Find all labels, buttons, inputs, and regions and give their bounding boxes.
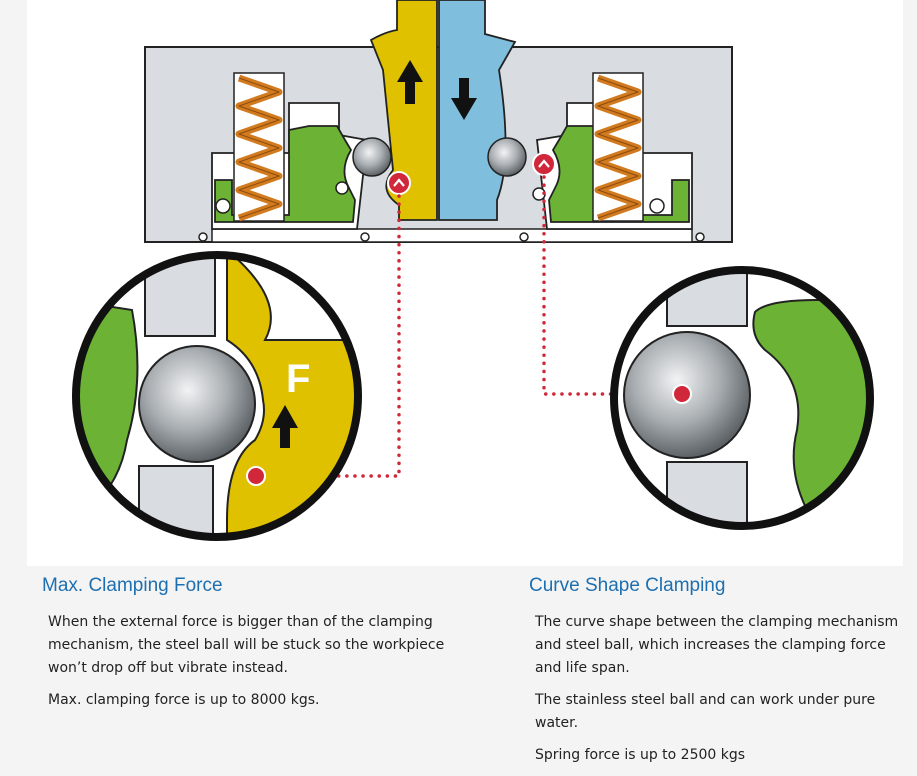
- section-paragraph: Spring force is up to 2500 kgs: [535, 747, 746, 763]
- steel-ball-right: [487, 137, 527, 177]
- max-clamping-force-section: Max. Clamping Force When the external fo…: [42, 575, 452, 721]
- zoom-circle-right: [610, 266, 874, 530]
- callout-point-icon: [672, 384, 692, 404]
- section-paragraph: When the external force is bigger than o…: [48, 614, 445, 676]
- steel-ball-left: [352, 137, 392, 177]
- section-heading: Max. Clamping Force: [42, 575, 223, 596]
- section-paragraph: The curve shape between the clamping mec…: [535, 614, 899, 676]
- section-paragraph: The stainless steel ball and can work un…: [535, 692, 876, 731]
- up-arrow-icon: [397, 60, 423, 104]
- spring-left: [233, 72, 285, 222]
- force-arrow-icon: [272, 405, 298, 448]
- green-clamp-left: [214, 125, 356, 223]
- mechanism-diagram: F: [27, 0, 903, 566]
- curve-shape-clamping-section: Curve Shape Clamping The curve shape bet…: [529, 575, 914, 776]
- callout-marker-icon: [387, 171, 411, 195]
- section-paragraph: Max. clamping force is up to 8000 kgs.: [48, 692, 320, 708]
- callout-marker-icon: [532, 152, 556, 176]
- section-heading: Curve Shape Clamping: [529, 575, 726, 596]
- zoom-circle-left: F: [72, 251, 362, 541]
- spring-right: [592, 72, 644, 222]
- down-arrow-icon: [451, 78, 477, 120]
- force-label: F: [286, 357, 310, 401]
- callout-point-icon: [246, 466, 266, 486]
